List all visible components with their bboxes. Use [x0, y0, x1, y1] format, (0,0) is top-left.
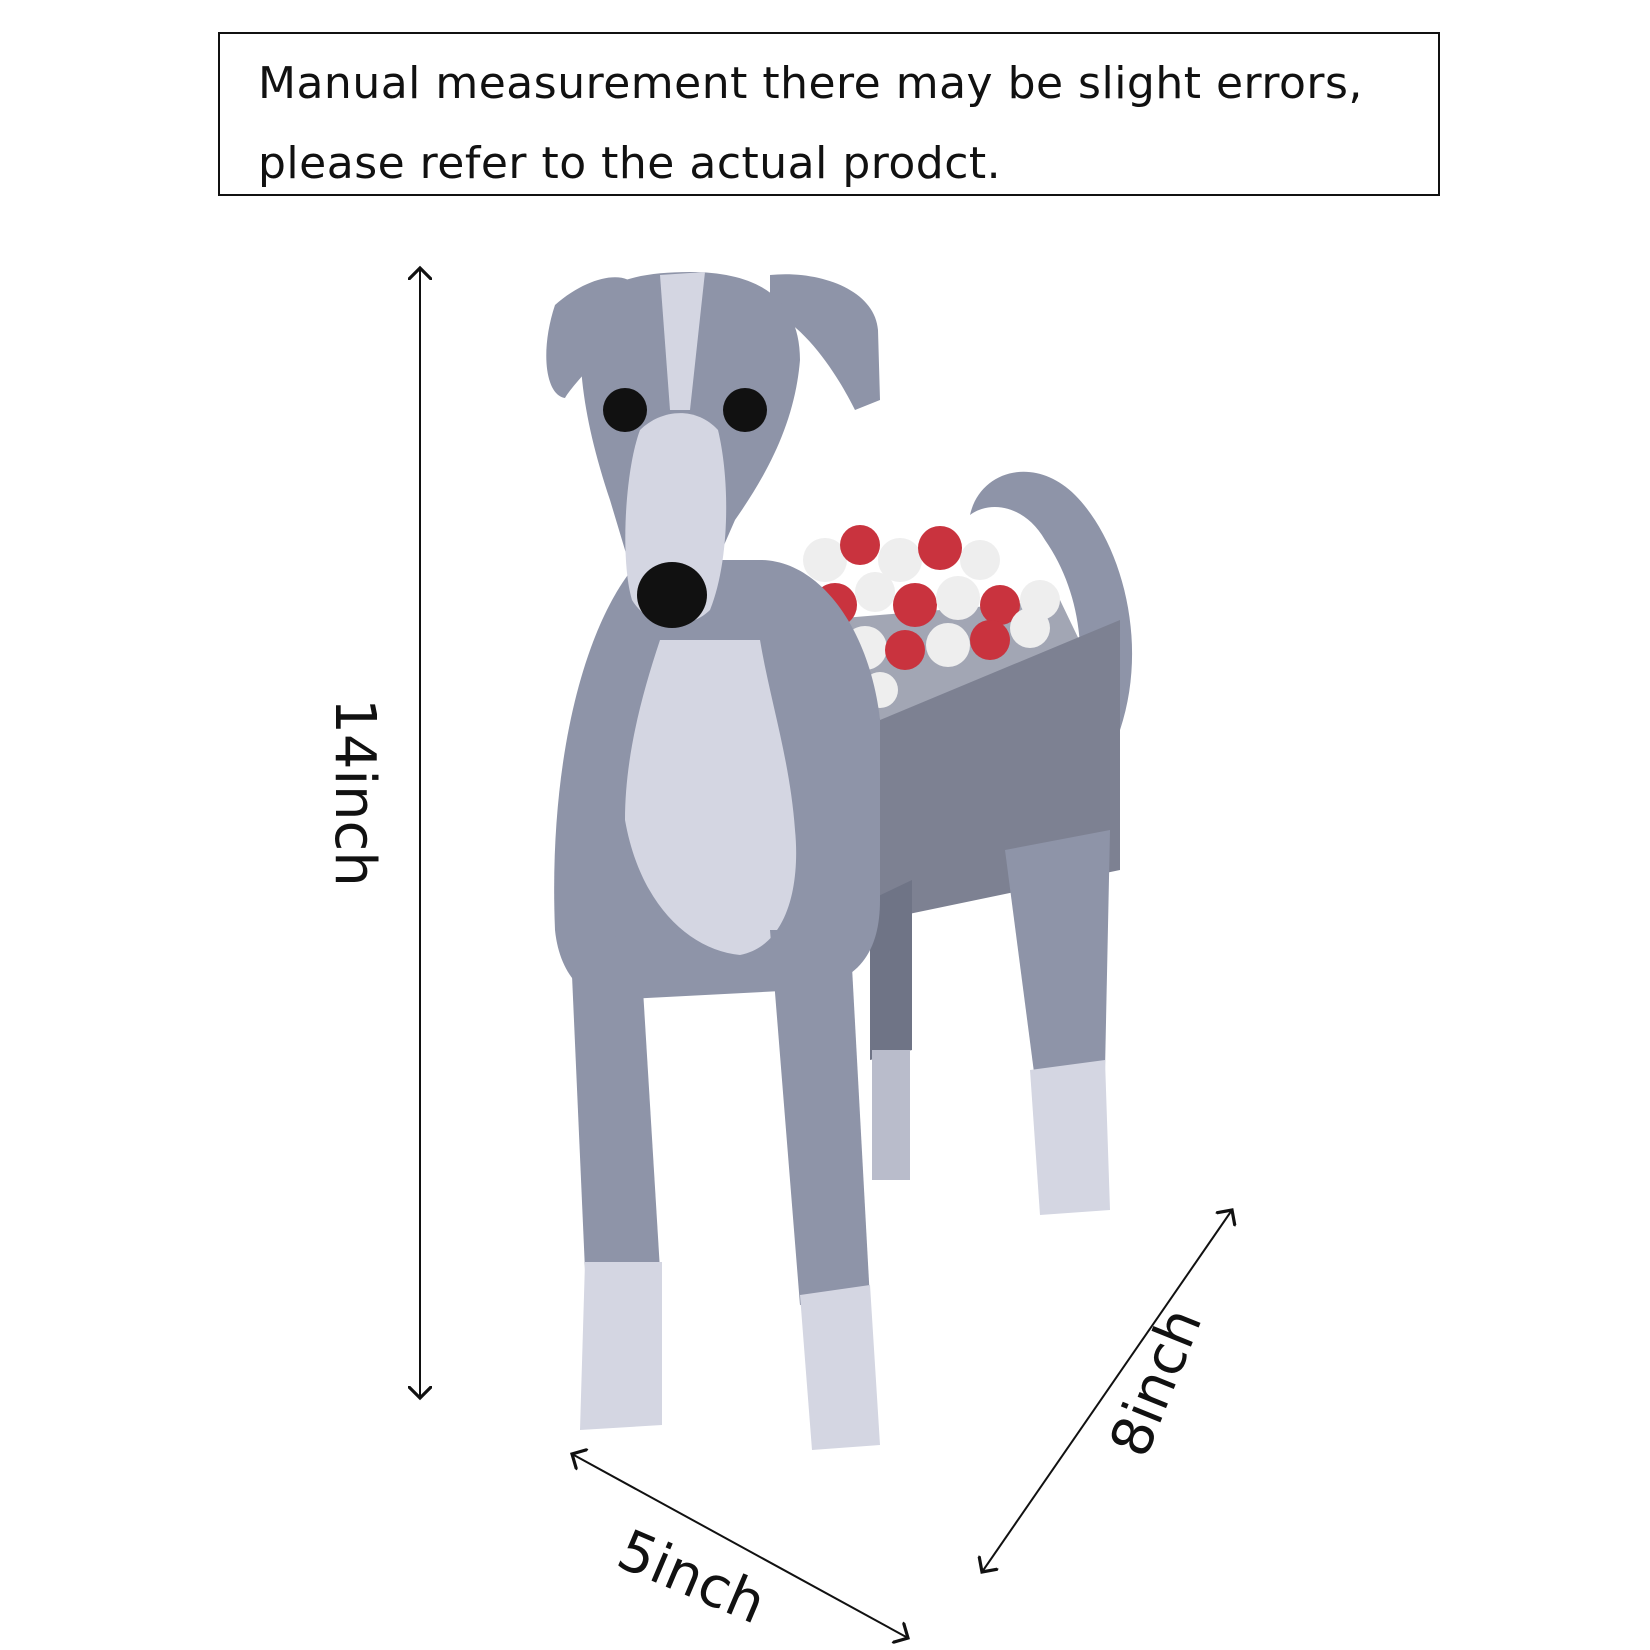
width-dimension-line — [572, 1454, 908, 1638]
depth-dimension-line — [982, 1210, 1232, 1572]
dog-right-eye — [723, 388, 767, 432]
dog-forehead-blaze — [660, 272, 705, 410]
dog-chest — [625, 640, 797, 955]
dog-left-eye — [603, 388, 647, 432]
notice-line-2: please refer to the actual prodct. — [258, 138, 1002, 189]
front-legs — [570, 930, 880, 1450]
measurement-notice: Manual measurement there may be slight e… — [218, 32, 1440, 196]
dog-right-ear — [770, 274, 880, 410]
height-label: 14inch — [321, 698, 387, 887]
notice-line-1: Manual measurement there may be slight e… — [258, 58, 1363, 109]
dog-nose — [637, 562, 707, 628]
back-legs — [870, 830, 1110, 1215]
